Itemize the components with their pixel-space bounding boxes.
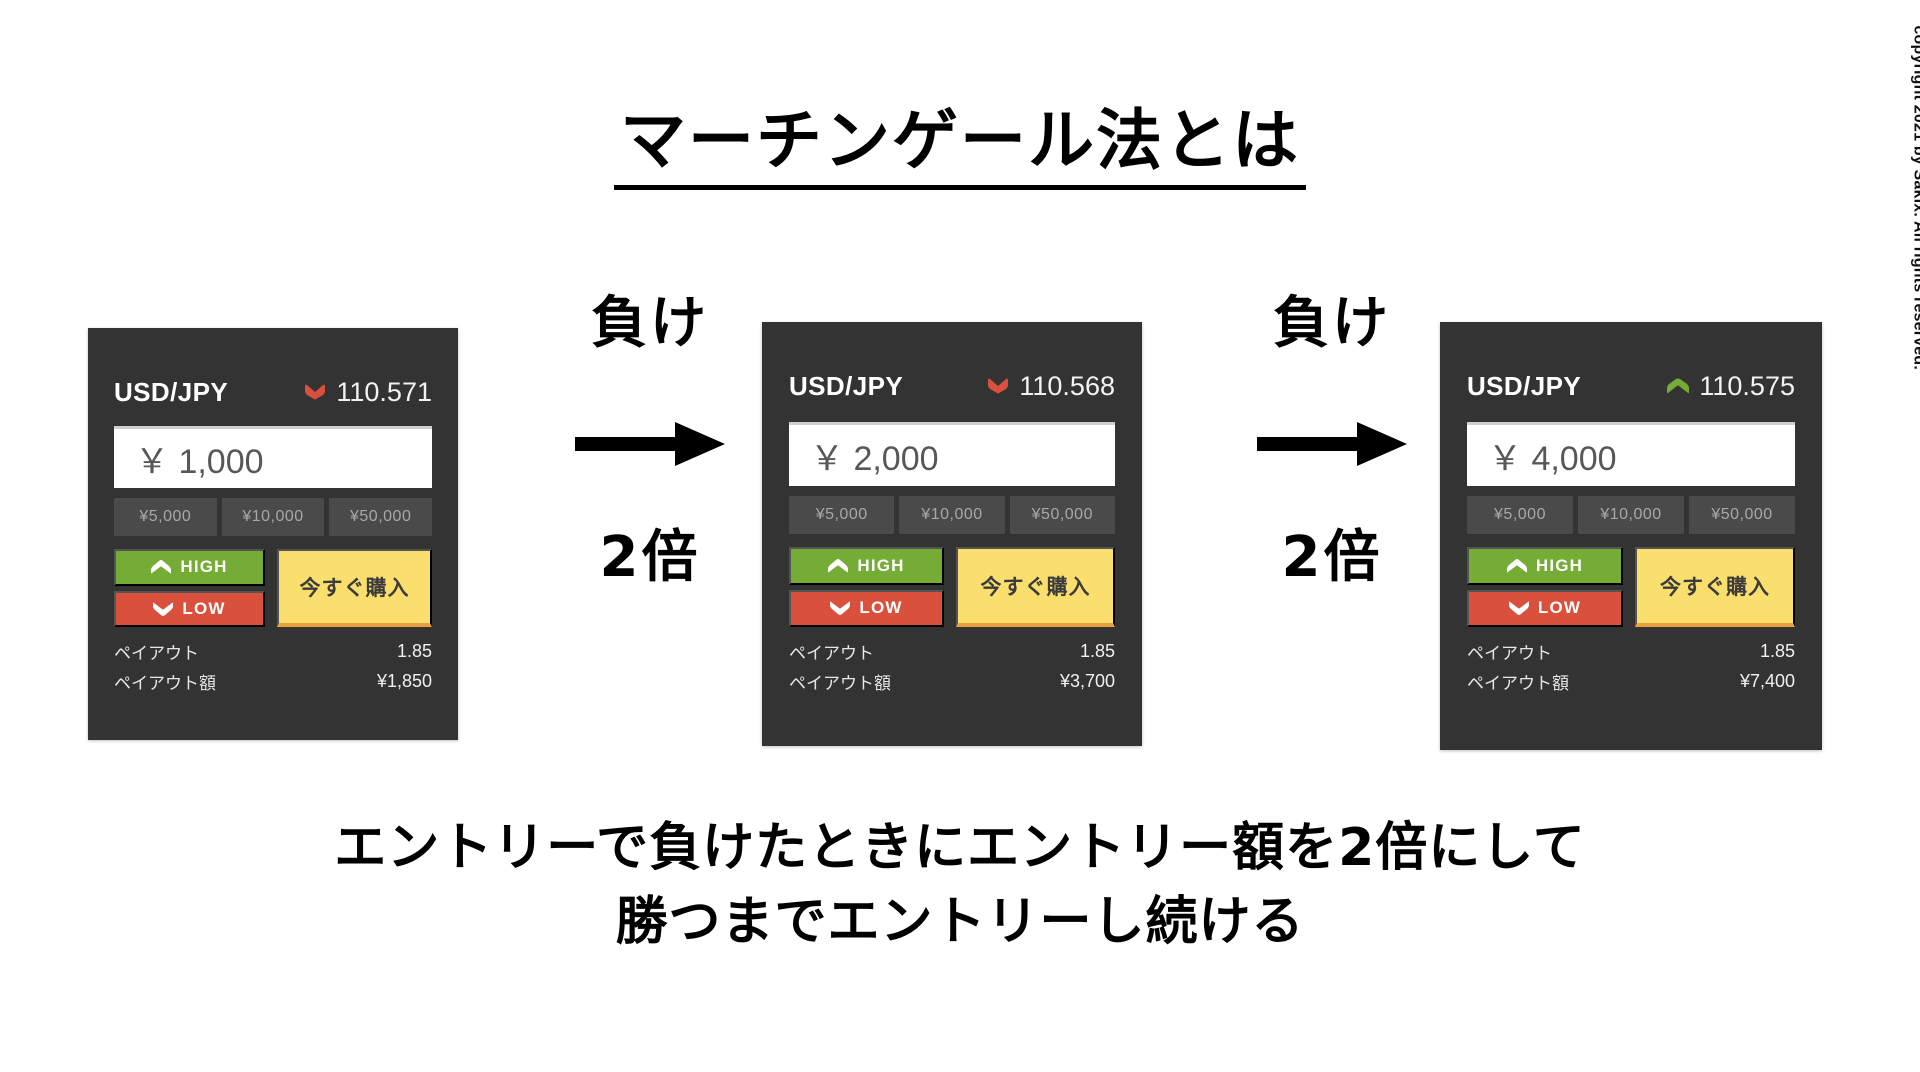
quick-amount-chip-10000[interactable]: ¥10,000 bbox=[1578, 496, 1684, 534]
payout-rate-row: ペイアウト 1.85 bbox=[789, 638, 1115, 664]
chevron-down-icon bbox=[987, 378, 1009, 394]
currency-pair-label: USD/JPY bbox=[1467, 370, 1582, 401]
amount-input[interactable]: ￥ 1,000 bbox=[114, 426, 432, 488]
chevron-up-icon bbox=[828, 558, 849, 573]
connector-2-top-label: 負け bbox=[1273, 291, 1391, 356]
high-button[interactable]: HIGH bbox=[1467, 547, 1623, 585]
direction-buttons: HIGH LOW bbox=[1467, 547, 1623, 627]
copyright-notice: copyright 2021 by Sakix. All rights rese… bbox=[1911, 25, 1920, 370]
card-header: USD/JPY 110.568 bbox=[789, 370, 1115, 402]
caption-block: エントリーで負けたときにエントリー額を2倍にして 勝つまでエントリーし続ける bbox=[0, 812, 1920, 960]
low-button-label: LOW bbox=[182, 598, 226, 618]
quick-amount-chip-5000[interactable]: ¥5,000 bbox=[789, 496, 895, 534]
price-value: 110.571 bbox=[336, 376, 432, 407]
price-indicator: 110.571 bbox=[304, 377, 432, 408]
trade-card-1: USD/JPY 110.571 ￥ 1,000 ¥5,000 ¥10,000 ¥… bbox=[88, 328, 458, 740]
buy-now-button[interactable]: 今すぐ購入 bbox=[1635, 547, 1795, 627]
chevron-up-icon bbox=[151, 560, 172, 574]
page-title: マーチンゲール法とは bbox=[614, 106, 1306, 191]
amount-input[interactable]: ￥ 4,000 bbox=[1467, 422, 1795, 486]
amount-value: ￥ 4,000 bbox=[1488, 440, 1617, 478]
payout-amount-label: ペイアウト額 bbox=[1467, 673, 1569, 693]
chevron-down-icon bbox=[153, 602, 174, 616]
quick-amount-chip-10000[interactable]: ¥10,000 bbox=[221, 498, 325, 536]
payout-rate-row: ペイアウト 1.85 bbox=[114, 638, 432, 664]
chevron-down-icon bbox=[830, 601, 851, 616]
low-button[interactable]: LOW bbox=[1467, 589, 1623, 627]
trade-card-3: USD/JPY 110.575 ￥ 4,000 ¥5,000 ¥10,000 ¥… bbox=[1440, 322, 1822, 750]
chevron-up-icon bbox=[1667, 378, 1690, 394]
payout-rate-value: 1.85 bbox=[1759, 640, 1795, 661]
amount-input[interactable]: ￥ 2,000 bbox=[789, 422, 1115, 486]
low-button-label: LOW bbox=[859, 598, 903, 618]
page-title-container: マーチンゲール法とは bbox=[0, 106, 1920, 191]
quick-amount-chips: ¥5,000 ¥10,000 ¥50,000 bbox=[1467, 496, 1795, 534]
connector-1-bottom-label: 2倍 bbox=[599, 525, 701, 590]
high-button-label: HIGH bbox=[1535, 555, 1584, 575]
quick-amount-chip-5000[interactable]: ¥5,000 bbox=[114, 498, 217, 536]
card-header: USD/JPY 110.571 bbox=[114, 376, 432, 408]
amount-value: ￥ 2,000 bbox=[810, 440, 939, 478]
high-button[interactable]: HIGH bbox=[114, 549, 265, 586]
chevron-down-icon bbox=[304, 384, 326, 400]
currency-pair-label: USD/JPY bbox=[789, 370, 904, 401]
price-value: 110.568 bbox=[1019, 370, 1115, 401]
caption-line-2: 勝つまでエントリーし続ける bbox=[615, 891, 1305, 952]
price-indicator: 110.568 bbox=[987, 371, 1115, 402]
payout-rate-value: 1.85 bbox=[396, 640, 432, 661]
card-header: USD/JPY 110.575 bbox=[1467, 370, 1795, 402]
arrow-right-icon bbox=[575, 422, 725, 466]
payout-rate-row: ペイアウト 1.85 bbox=[1467, 638, 1795, 664]
trade-actions: HIGH LOW 今すぐ購入 bbox=[114, 549, 432, 627]
connector-2: 負け 2倍 bbox=[1222, 296, 1442, 586]
arrow-right-icon bbox=[1257, 422, 1407, 466]
quick-amount-chips: ¥5,000 ¥10,000 ¥50,000 bbox=[114, 498, 433, 536]
low-button[interactable]: LOW bbox=[789, 589, 944, 627]
quick-amount-chip-50000[interactable]: ¥50,000 bbox=[1009, 496, 1115, 534]
low-button[interactable]: LOW bbox=[114, 590, 265, 627]
direction-buttons: HIGH LOW bbox=[789, 547, 944, 627]
amount-value: ￥ 1,000 bbox=[135, 443, 264, 481]
payout-rate-value: 1.85 bbox=[1079, 640, 1115, 661]
payout-amount-row: ペイアウト額 ¥3,700 bbox=[789, 668, 1115, 694]
high-button[interactable]: HIGH bbox=[789, 547, 944, 585]
connector-2-bottom-label: 2倍 bbox=[1281, 525, 1383, 590]
price-indicator: 110.575 bbox=[1667, 371, 1795, 402]
payout-amount-label: ペイアウト額 bbox=[789, 673, 891, 693]
quick-amount-chip-5000[interactable]: ¥5,000 bbox=[1467, 496, 1573, 534]
chevron-up-icon bbox=[1506, 558, 1527, 573]
quick-amount-chip-50000[interactable]: ¥50,000 bbox=[329, 498, 433, 536]
trade-actions: HIGH LOW 今すぐ購入 bbox=[789, 547, 1115, 627]
payout-rate-label: ペイアウト bbox=[789, 643, 874, 663]
payout-amount-value: ¥7,400 bbox=[1739, 670, 1795, 691]
payout-rate-label: ペイアウト bbox=[114, 643, 199, 663]
high-button-label: HIGH bbox=[180, 557, 228, 577]
trade-actions: HIGH LOW 今すぐ購入 bbox=[1467, 547, 1795, 627]
direction-buttons: HIGH LOW bbox=[114, 549, 265, 627]
quick-amount-chip-50000[interactable]: ¥50,000 bbox=[1689, 496, 1795, 534]
buy-now-button[interactable]: 今すぐ購入 bbox=[277, 549, 432, 627]
payout-amount-row: ペイアウト額 ¥1,850 bbox=[114, 668, 432, 694]
high-button-label: HIGH bbox=[857, 555, 905, 575]
low-button-label: LOW bbox=[1537, 598, 1582, 618]
payout-amount-row: ペイアウト額 ¥7,400 bbox=[1467, 668, 1795, 694]
payout-amount-value: ¥1,850 bbox=[376, 670, 432, 691]
buy-now-button[interactable]: 今すぐ購入 bbox=[956, 547, 1115, 627]
trade-card-2: USD/JPY 110.568 ￥ 2,000 ¥5,000 ¥10,000 ¥… bbox=[762, 322, 1142, 746]
payout-rate-label: ペイアウト bbox=[1467, 643, 1552, 663]
payout-amount-label: ペイアウト額 bbox=[114, 673, 216, 693]
price-value: 110.575 bbox=[1699, 370, 1795, 401]
currency-pair-label: USD/JPY bbox=[114, 376, 229, 407]
chevron-down-icon bbox=[1508, 601, 1529, 616]
connector-1-top-label: 負け bbox=[591, 291, 709, 356]
quick-amount-chips: ¥5,000 ¥10,000 ¥50,000 bbox=[789, 496, 1115, 534]
quick-amount-chip-10000[interactable]: ¥10,000 bbox=[899, 496, 1005, 534]
caption-line-1: エントリーで負けたときにエントリー額を2倍にして bbox=[334, 818, 1586, 878]
payout-amount-value: ¥3,700 bbox=[1059, 670, 1115, 691]
connector-1: 負け 2倍 bbox=[540, 296, 760, 586]
